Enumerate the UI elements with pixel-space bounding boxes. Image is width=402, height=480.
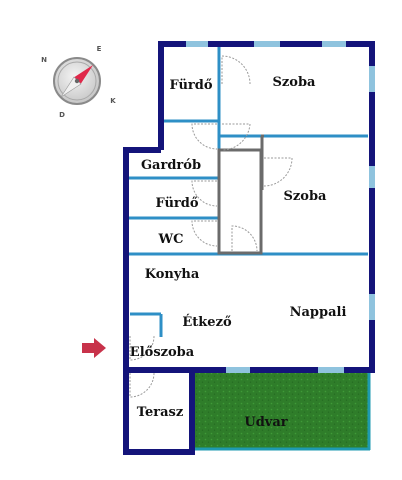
windows <box>186 41 375 373</box>
entrance-arrow-icon <box>82 338 106 358</box>
room-label-furdo-lower: Fürdő <box>155 196 198 211</box>
room-label-etkezo: Étkező <box>182 314 232 330</box>
compass-letter-e: E <box>97 45 102 53</box>
room-label-wc: WC <box>158 232 184 247</box>
room-label-szoba-upper: Szoba <box>273 75 317 90</box>
garden-area <box>192 373 369 449</box>
door-arcs <box>129 55 293 398</box>
room-label-furdo-upper: Fürdő <box>169 78 212 93</box>
room-label-konyha: Konyha <box>145 267 200 282</box>
room-label-terasz: Terasz <box>137 405 183 420</box>
compass-icon: N E K D <box>41 45 116 119</box>
room-label-eloszoba: Előszoba <box>130 345 195 360</box>
room-label-udvar: Udvar <box>244 415 287 430</box>
inner-walls <box>126 44 368 337</box>
compass-letter-n: N <box>41 56 47 64</box>
compass-letter-k: K <box>110 97 116 105</box>
room-label-gardrob: Gardrób <box>141 158 201 173</box>
outer-walls <box>123 41 375 455</box>
room-label-nappali: Nappali <box>290 305 347 320</box>
compass-letter-d: D <box>59 111 65 119</box>
core-walls <box>217 134 264 255</box>
room-label-szoba-lower: Szoba <box>284 189 328 204</box>
